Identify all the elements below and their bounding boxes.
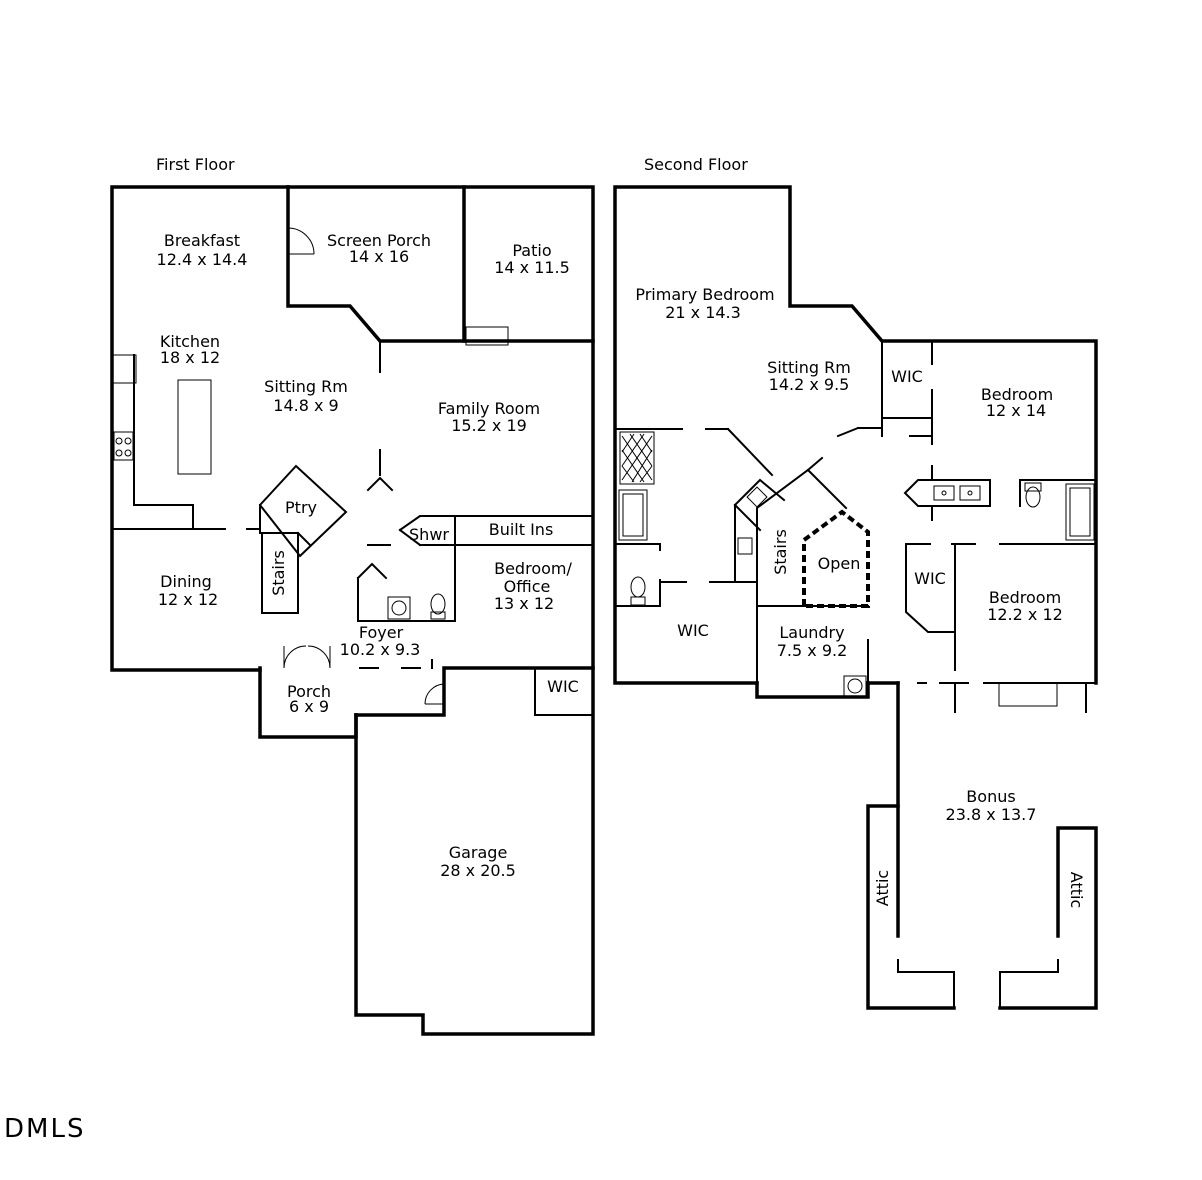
bedroom1-dim: 12 x 14	[986, 401, 1046, 420]
patio-dim: 14 x 11.5	[494, 258, 570, 277]
shower-label: Shwr	[409, 525, 449, 544]
first-floor-plan: First Floor	[110, 155, 595, 1036]
second-stairs-label: Stairs	[771, 529, 790, 575]
kitchen-label: Kitchen	[160, 332, 220, 351]
foyer-dim: 10.2 x 9.3	[340, 640, 421, 659]
patio-label: Patio	[512, 241, 551, 260]
mls-watermark: DMLS	[4, 1114, 85, 1144]
bedroom-office-label-2: Office	[504, 577, 551, 596]
attic-left-label: Attic	[873, 870, 892, 906]
first-floor-exterior-walls	[110, 185, 595, 1036]
wic-primary-label: WIC	[677, 621, 709, 640]
second-sitting-dim: 14.2 x 9.5	[769, 375, 850, 394]
first-sitting-label: Sitting Rm	[264, 377, 348, 396]
first-floor-interior-walls	[111, 340, 594, 716]
laundry-dim: 7.5 x 9.2	[777, 641, 848, 660]
primary-bedroom-label: Primary Bedroom	[635, 285, 774, 304]
second-sitting-label: Sitting Rm	[767, 358, 851, 377]
breakfast-dim: 12.4 x 14.4	[157, 250, 248, 269]
family-room-dim: 15.2 x 19	[451, 416, 527, 435]
porch-dim: 6 x 9	[289, 697, 329, 716]
family-room-label: Family Room	[438, 399, 540, 418]
attic-right-label: Attic	[1067, 872, 1086, 908]
dining-dim: 12 x 12	[158, 590, 218, 609]
bedroom-office-dim: 13 x 12	[494, 594, 554, 613]
second-floor-interior-walls	[614, 340, 1097, 713]
garage-dim: 28 x 20.5	[440, 861, 516, 880]
dining-label: Dining	[160, 572, 212, 591]
pantry-label: Ptry	[285, 498, 317, 517]
second-floor-exterior-walls	[613, 185, 1098, 1010]
second-floor-plan: Second Floor	[613, 155, 1098, 1010]
primary-bedroom-dim: 21 x 14.3	[665, 303, 741, 322]
porch-patio-walls	[286, 185, 595, 346]
bonus-dim: 23.8 x 13.7	[946, 805, 1037, 824]
wic-top-label: WIC	[891, 367, 923, 386]
open-label: Open	[818, 554, 861, 573]
bedroom-office-label: Bedroom/	[494, 559, 572, 578]
porch-label: Porch	[287, 682, 331, 701]
first-stairs-label: Stairs	[269, 550, 288, 596]
bedroom2-dim: 12.2 x 12	[987, 605, 1063, 624]
kitchen-dim: 18 x 12	[160, 348, 220, 367]
wic-mid-label: WIC	[914, 569, 946, 588]
laundry-label: Laundry	[779, 623, 844, 642]
screen-porch-dim: 14 x 16	[349, 247, 409, 266]
first-wic-label: WIC	[547, 677, 579, 696]
built-ins-label: Built Ins	[489, 520, 554, 539]
breakfast-label: Breakfast	[164, 231, 240, 250]
first-floor-title: First Floor	[156, 155, 235, 174]
first-sitting-dim: 14.8 x 9	[273, 396, 338, 415]
bedroom2-label: Bedroom	[989, 588, 1061, 607]
bonus-label: Bonus	[966, 787, 1015, 806]
bedroom1-label: Bedroom	[981, 385, 1053, 404]
foyer-label: Foyer	[359, 623, 404, 642]
garage-label: Garage	[449, 843, 508, 862]
second-floor-title: Second Floor	[644, 155, 748, 174]
screen-porch-label: Screen Porch	[327, 231, 431, 250]
